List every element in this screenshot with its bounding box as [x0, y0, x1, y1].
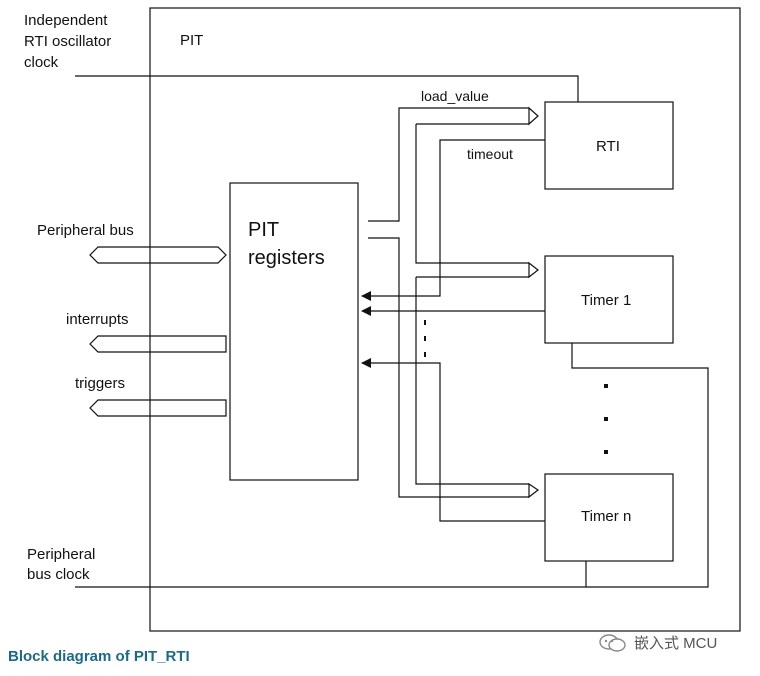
load-value-bus-timern	[415, 277, 529, 485]
timern-block	[544, 473, 674, 562]
timeout-label: timeout	[467, 146, 513, 162]
ellipsis-dots-left	[424, 320, 426, 357]
timern-timeout-line	[361, 358, 545, 522]
rti-clock-label-2: RTI oscillator	[24, 33, 111, 50]
load-value-label: load_value	[421, 88, 489, 104]
peripheral-bus-label: Peripheral bus	[37, 222, 134, 239]
bus-clock-label-2: bus clock	[27, 566, 90, 583]
registers-label-1: PIT	[248, 219, 279, 241]
rti-timeout-line	[361, 139, 545, 301]
bus-clock-label-1: Peripheral	[27, 546, 95, 563]
timern-label: Timer n	[581, 508, 631, 525]
timern-load-arrowhead	[528, 482, 540, 499]
wechat-logo-icon	[599, 633, 626, 652]
timer1-label: Timer 1	[581, 292, 631, 309]
rti-clock-line	[75, 75, 579, 102]
rti-clock-label-3: clock	[24, 54, 59, 71]
load-value-bus-lower	[368, 237, 529, 498]
interrupts-arrow	[89, 335, 227, 353]
load-value-bus-inner	[415, 124, 529, 264]
bus-clock-line	[75, 343, 709, 588]
peripheral-bus-arrow	[89, 246, 227, 264]
watermark-text: 嵌入式 MCU	[634, 635, 718, 652]
pit-registers-block	[229, 182, 359, 481]
figure-caption: Block diagram of PIT_RTI	[8, 648, 190, 665]
rti-block	[544, 101, 674, 190]
rti-load-arrowhead	[528, 106, 539, 126]
timer1-block	[544, 255, 674, 344]
timer1-load-arrowhead	[528, 261, 539, 279]
triggers-label: triggers	[75, 375, 125, 392]
pit-block-label: PIT	[180, 32, 203, 49]
load-value-bus-outer	[368, 107, 529, 222]
triggers-arrow	[89, 399, 227, 417]
ellipsis-dots-timers	[604, 384, 608, 454]
registers-label-2: registers	[248, 247, 325, 269]
rti-clock-label-1: Independent	[24, 12, 108, 29]
watermark: 嵌入式 MCU	[598, 632, 717, 653]
interrupts-label: interrupts	[66, 311, 129, 328]
pit-module-box	[149, 7, 741, 632]
rti-label: RTI	[596, 138, 620, 155]
